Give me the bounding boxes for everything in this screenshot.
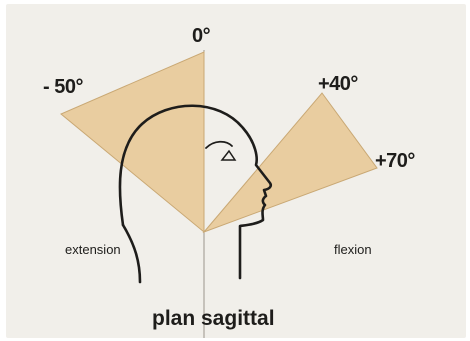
extension-label: extension	[65, 243, 121, 256]
diagram-title: plan sagittal	[152, 308, 275, 329]
flexion-angle-40-label: +40°	[318, 74, 358, 94]
extension-angle-label: - 50°	[43, 77, 83, 97]
flexion-angle-70-label: +70°	[375, 151, 415, 171]
zero-degree-label: 0°	[192, 26, 210, 46]
flexion-label: flexion	[334, 243, 372, 256]
